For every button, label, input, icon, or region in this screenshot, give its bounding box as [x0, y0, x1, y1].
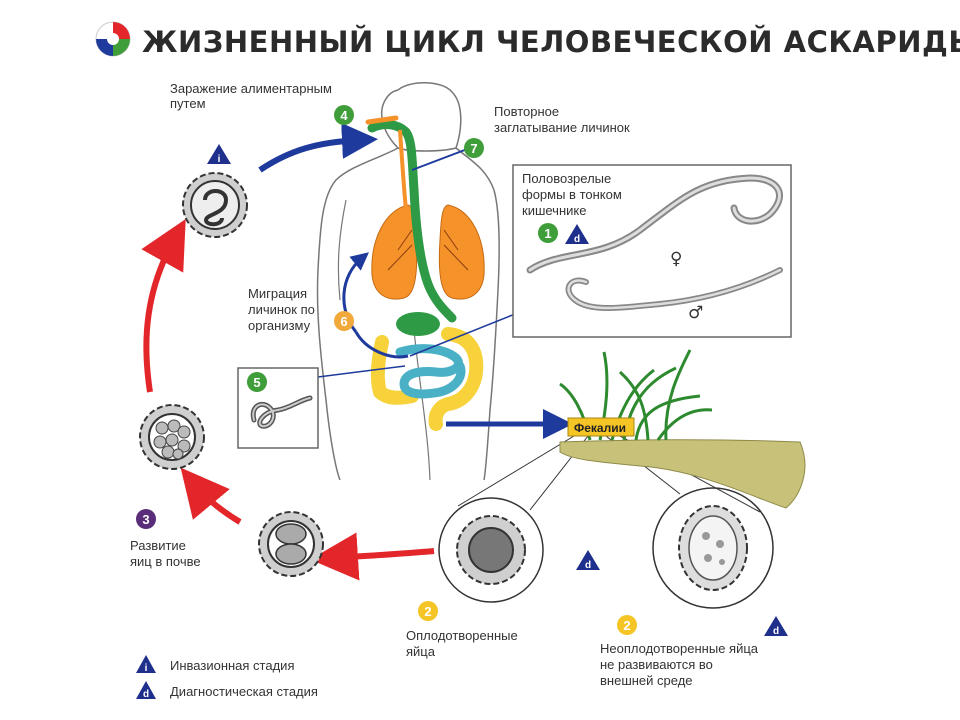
- infection-label-line1: Заражение алиментарным: [170, 81, 332, 96]
- adult-worms-panel: [512, 164, 792, 338]
- migration-label-line2: личинок по: [248, 302, 315, 317]
- svg-text:4: 4: [340, 108, 348, 123]
- adults-label-line1: Половозрелые: [522, 171, 611, 186]
- svg-text:d: d: [143, 689, 149, 700]
- legend-infective-label: Инвазионная стадия: [170, 658, 294, 673]
- male-symbol: ♂: [688, 303, 703, 323]
- diagnostic-marker-fertilized: d: [576, 550, 600, 571]
- reswallow-label-line2: заглатывание личинок: [494, 120, 630, 135]
- logo-icon: [95, 21, 131, 57]
- two-cell-egg: [258, 511, 324, 577]
- legend-diagnostic-label: Диагностическая стадия: [170, 684, 318, 699]
- legend-infective-icon: i: [136, 655, 156, 674]
- page-title: ЖИЗНЕННЫЙ ЦИКЛ ЧЕЛОВЕЧЕСКОЙ АСКАРИДЫ: [142, 25, 960, 59]
- infective-egg: [182, 172, 248, 238]
- infective-marker-egg: i: [207, 144, 231, 165]
- migration-label-line3: организму: [248, 318, 311, 333]
- stage-badge-2-fertilized: 2: [418, 601, 438, 621]
- svg-text:i: i: [218, 154, 221, 165]
- reswallow-label-line1: Повторное: [494, 104, 559, 119]
- svg-text:d: d: [585, 560, 591, 571]
- fertilized-label-line2: яйца: [406, 644, 436, 659]
- lungs: [371, 204, 485, 300]
- svg-text:d: d: [574, 234, 580, 245]
- stage-badge-4: 4: [334, 105, 354, 125]
- svg-text:1: 1: [544, 226, 551, 241]
- svg-text:i: i: [145, 663, 148, 674]
- unfertilized-egg: [652, 487, 774, 609]
- development-label-line2: яиц в почве: [130, 554, 201, 569]
- svg-text:2: 2: [623, 618, 630, 633]
- soil-with-grass: [559, 349, 806, 509]
- infection-label-line2: путем: [170, 96, 206, 111]
- feces-label: Фекалии: [574, 421, 626, 435]
- stage-badge-5: 5: [247, 372, 267, 392]
- stage-badge-2-unfertilized: 2: [617, 615, 637, 635]
- stage-badge-6: 6: [334, 311, 354, 331]
- unfertilized-label-line2: не развиваются во: [600, 657, 713, 672]
- stage-badge-1: 1: [538, 223, 558, 243]
- cycle-arrows: [141, 219, 435, 581]
- legend: i Инвазионная стадия d Диагностическая с…: [136, 655, 318, 700]
- ingestion-arrow: [258, 122, 378, 173]
- svg-text:6: 6: [340, 314, 347, 329]
- diagnostic-marker-unfertilized: d: [764, 616, 788, 637]
- development-label-line1: Развитие: [130, 538, 186, 553]
- diagnostic-marker-adults: d: [565, 224, 589, 245]
- unfertilized-label-line1: Неоплодотворенные яйца: [600, 641, 759, 656]
- feces-box: [567, 417, 635, 437]
- stage-badge-3: 3: [136, 509, 156, 529]
- stage-badge-7: 7: [464, 138, 484, 158]
- svg-text:3: 3: [142, 512, 149, 527]
- svg-text:5: 5: [253, 375, 260, 390]
- embryonated-egg: [139, 404, 205, 470]
- digestive-tract: [365, 115, 457, 336]
- unfertilized-label-line3: внешней среде: [600, 673, 693, 688]
- fertilized-egg: [438, 497, 544, 603]
- adults-label-line2: формы в тонком: [522, 187, 622, 202]
- svg-text:7: 7: [470, 141, 477, 156]
- female-symbol: ♀: [670, 249, 682, 269]
- svg-text:d: d: [773, 626, 779, 637]
- adults-label-line3: кишечнике: [522, 203, 586, 218]
- fertilized-label-line1: Оплодотворенные: [406, 628, 518, 643]
- svg-text:2: 2: [424, 604, 431, 619]
- intestines: [370, 327, 484, 431]
- legend-diagnostic-icon: d: [136, 681, 156, 700]
- migration-label-line1: Миграция: [248, 286, 307, 301]
